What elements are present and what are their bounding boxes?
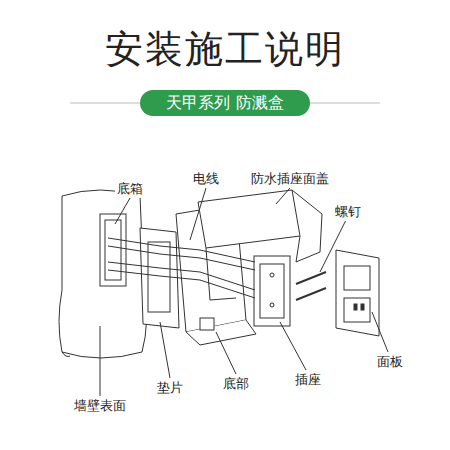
part-label: 螺钉: [333, 203, 363, 221]
part-label: 垫片: [155, 379, 185, 397]
wire: [108, 246, 255, 270]
base-bottom: [186, 320, 256, 345]
leader: [190, 188, 206, 240]
part-label: 电线: [191, 170, 221, 188]
faceplate-outlet: [344, 298, 370, 322]
wire: [108, 262, 255, 290]
socket-inner: [260, 264, 284, 318]
wall-edge: [62, 352, 70, 357]
subtitle-pill: 天甲系列 防溅盒: [140, 90, 310, 116]
part-label: 插座: [293, 371, 323, 389]
cover: [198, 190, 322, 262]
leader: [115, 198, 130, 224]
part-label: 墙壁表面: [72, 397, 128, 415]
leader: [216, 332, 236, 374]
leader: [276, 188, 290, 204]
base-latch: [200, 318, 214, 330]
leader: [320, 220, 346, 272]
screw: [296, 288, 326, 300]
leader: [372, 312, 388, 352]
subtitle-text: 天甲系列 防溅盒: [166, 93, 283, 114]
outlet-pin: [354, 304, 357, 310]
faceplate: [336, 250, 379, 336]
wire: [108, 270, 255, 298]
part-label: 底部: [221, 375, 251, 393]
socket-hole: [270, 303, 274, 307]
part-label: 面板: [375, 353, 405, 371]
leader: [160, 322, 170, 378]
gasket: [140, 228, 179, 328]
socket: [254, 256, 290, 326]
leader: [100, 326, 101, 396]
cover-edge: [292, 190, 300, 236]
faceplate-switch: [344, 266, 370, 290]
outlet-pin: [361, 304, 364, 310]
wire: [108, 238, 255, 262]
back-box: [100, 214, 126, 286]
leader: [280, 322, 306, 370]
screw: [296, 272, 326, 284]
cover-side: [206, 248, 236, 300]
part-label: 底箱: [115, 180, 145, 198]
title: 安装施工说明: [105, 24, 345, 75]
part-label: 防水插座面盖: [249, 170, 331, 188]
socket-hole: [270, 273, 274, 277]
wall: [59, 190, 147, 358]
